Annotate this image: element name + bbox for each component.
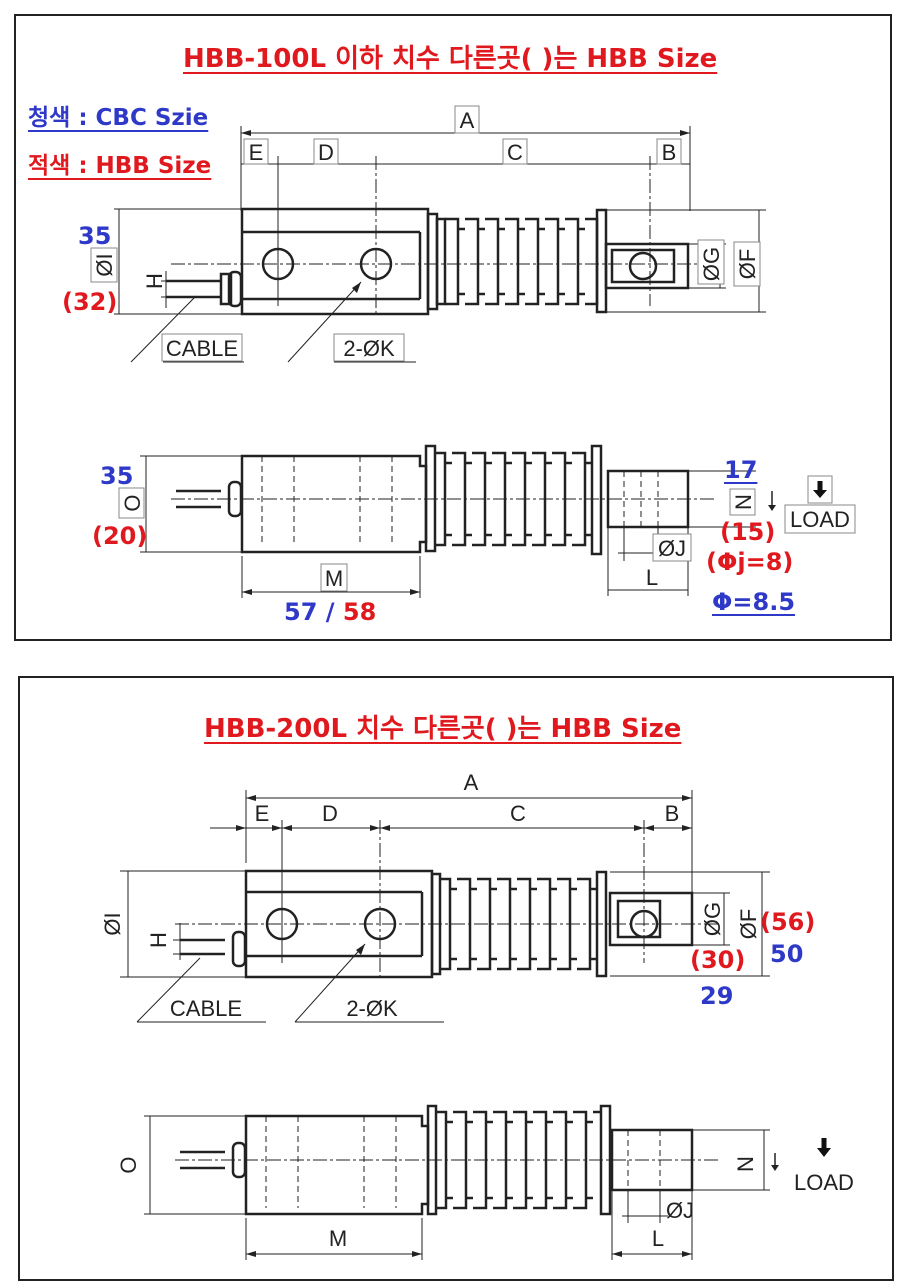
g-hbb-value: (30) bbox=[690, 946, 746, 974]
dim-j-label: ØJ bbox=[666, 1198, 694, 1223]
dim-m-label: M bbox=[325, 566, 343, 591]
dim-b-label: B bbox=[662, 140, 677, 165]
side-view: O M L ØJ N bbox=[116, 1104, 854, 1260]
dim-i-label: ØI bbox=[100, 912, 125, 935]
dim-m-label: M bbox=[329, 1226, 347, 1251]
side-view: O M L ØJ N bbox=[118, 444, 856, 598]
dim-i-label: ØI bbox=[92, 253, 117, 276]
dim-n-label: N bbox=[731, 494, 756, 510]
drawing-hbb-200l: A E D C B bbox=[100, 770, 854, 1260]
dim-d-label: D bbox=[318, 140, 334, 165]
panel-title: HBB-200L 치수 다른곳( )는 HBB Size bbox=[204, 714, 682, 744]
n-cbc-value: 17 bbox=[724, 456, 758, 484]
i-hbb-value: (32) bbox=[62, 288, 118, 316]
cable-label: CABLE bbox=[166, 336, 238, 361]
dim-b-label: B bbox=[665, 801, 680, 826]
dim-j-label: ØJ bbox=[658, 536, 686, 561]
dim-f-label: ØF bbox=[735, 249, 760, 280]
panel-hbb-100l: HBB-100L 이하 치수 다른곳( )는 HBB Size 청색 : CBC… bbox=[14, 14, 892, 641]
f-hbb-value: (56) bbox=[760, 908, 816, 936]
dim-n-label: N bbox=[733, 1156, 758, 1172]
legend-hbb: 적색 : HBB Size bbox=[28, 153, 212, 179]
dim-o-label: O bbox=[116, 1156, 141, 1173]
dim-l-label: L bbox=[652, 1226, 664, 1251]
bellows-top bbox=[445, 217, 599, 306]
o-cbc-value: 35 bbox=[100, 462, 134, 490]
dim-f-label: ØF bbox=[736, 909, 761, 940]
load-label: LOAD bbox=[794, 1170, 854, 1195]
dim-h-label: H bbox=[142, 273, 167, 289]
dim-g-label: ØG bbox=[699, 247, 724, 281]
panel-hbb-200l: HBB-200L 치수 다른곳( )는 HBB Size A E D bbox=[18, 676, 894, 1281]
dim-g-label: ØG bbox=[700, 902, 725, 936]
load-label: LOAD bbox=[790, 507, 850, 532]
dim-o-label: O bbox=[120, 494, 145, 511]
dim-e-label: E bbox=[255, 801, 270, 826]
dim-h-label: H bbox=[146, 932, 171, 948]
panel-title: HBB-100L 이하 치수 다른곳( )는 HBB Size bbox=[183, 44, 718, 74]
top-view: A E D C B bbox=[100, 770, 770, 1023]
dim-a-label: A bbox=[464, 770, 479, 795]
dim-c-label: C bbox=[507, 140, 523, 165]
dim-c-label: C bbox=[510, 801, 526, 826]
g-cbc-value: 29 bbox=[700, 982, 734, 1010]
j-cbc-value: Φ=8.5 bbox=[712, 588, 796, 616]
dim-a-label: A bbox=[460, 108, 475, 133]
legend-cbc: 청색 : CBC Szie bbox=[28, 105, 209, 131]
top-view: A E D C B bbox=[90, 105, 766, 363]
o-hbb-value: (20) bbox=[92, 522, 148, 550]
j-hbb-value: (Φj=8) bbox=[706, 548, 794, 576]
drawing-hbb-100l: A E D C B bbox=[90, 105, 856, 598]
dim-k-label: 2-ØK bbox=[343, 336, 395, 361]
cable-label: CABLE bbox=[170, 996, 242, 1021]
n-hbb-value: (15) bbox=[720, 518, 776, 546]
m-value: 57 / 58 bbox=[284, 598, 377, 626]
dim-e-label: E bbox=[249, 140, 264, 165]
dim-l-label: L bbox=[646, 565, 658, 590]
dim-d-label: D bbox=[322, 801, 338, 826]
f-cbc-value: 50 bbox=[770, 940, 804, 968]
i-cbc-value: 35 bbox=[78, 222, 112, 250]
dim-k-label: 2-ØK bbox=[346, 996, 398, 1021]
